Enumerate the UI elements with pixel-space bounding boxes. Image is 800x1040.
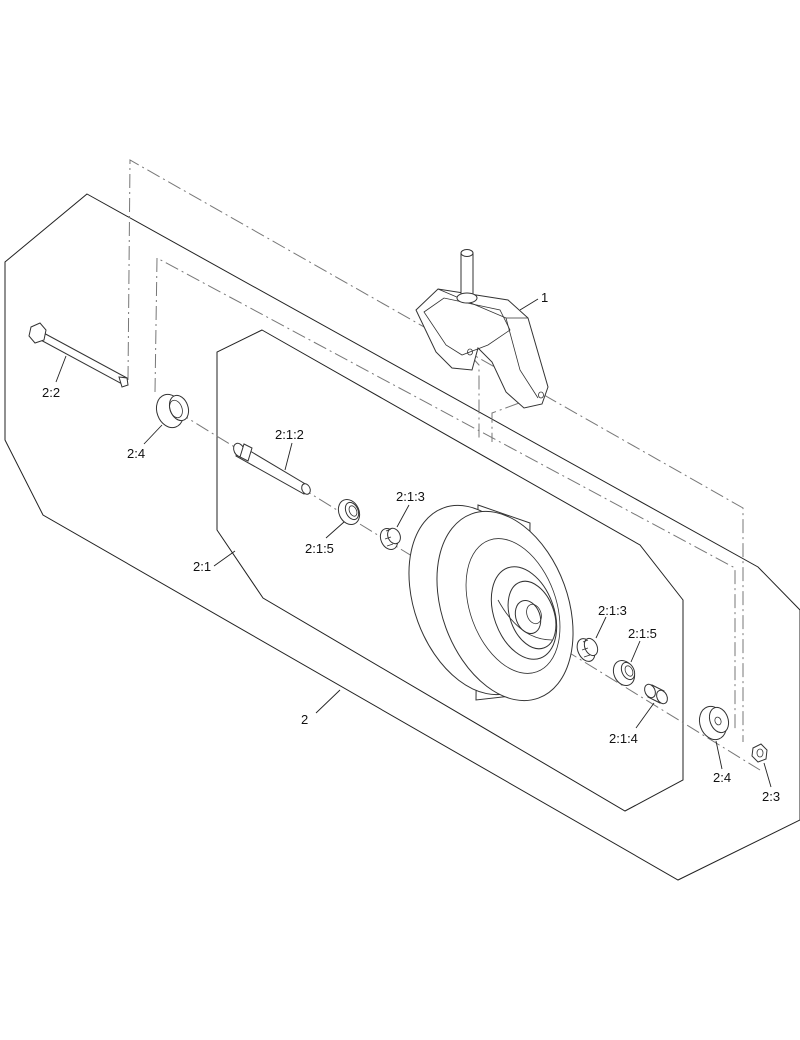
leader-2-4-left	[143, 424, 163, 445]
bearing-cup-left	[337, 498, 361, 526]
callout-2-1-5-right: 2:1:5	[628, 626, 657, 641]
seal-left	[155, 393, 190, 429]
wheel	[408, 504, 574, 702]
leader-2-3	[763, 762, 772, 788]
wheel-subassembly-boundary	[216, 329, 684, 812]
callout-2-1-4: 2:1:4	[609, 731, 638, 746]
nut	[751, 743, 768, 763]
callout-2-4-right: 2:4	[713, 770, 731, 785]
axle-bolt	[28, 322, 129, 388]
callout-2-4-left: 2:4	[127, 446, 145, 461]
axle-sleeve	[233, 442, 311, 495]
spacer	[644, 683, 668, 705]
bearing-cone-right	[576, 637, 599, 662]
leader-2-2	[55, 355, 67, 383]
leader-2	[315, 689, 341, 714]
callout-2-1-2: 2:1:2	[275, 427, 304, 442]
fork-bolt-hole-line-right	[491, 394, 542, 442]
seal-right	[698, 705, 730, 741]
callout-2-3: 2:3	[762, 789, 780, 804]
callout-2-1-5-left: 2:1:5	[305, 541, 334, 556]
fork-phantom-line-inner	[154, 257, 736, 732]
callout-1: 1	[541, 290, 548, 305]
callout-2-1-3-left: 2:1:3	[396, 489, 425, 504]
leader-2-1-3-right	[595, 616, 607, 639]
leader-2-1-3-left	[396, 504, 410, 528]
leader-2-1-2	[284, 442, 293, 471]
wheel-assembly-boundary	[4, 193, 800, 881]
leader-2-1-5-right	[630, 640, 641, 663]
bearing-cup-right	[612, 659, 636, 687]
leader-1	[519, 298, 539, 311]
callout-2-2: 2:2	[42, 385, 60, 400]
leader-2-4-right	[715, 740, 723, 770]
fork-phantom-line-outer	[127, 159, 744, 742]
leader-2-1-5-left	[325, 521, 345, 539]
callout-2-1: 2:1	[193, 559, 211, 574]
leader-2-1	[213, 550, 236, 567]
bearing-cone-left	[379, 527, 401, 551]
callout-2: 2	[301, 712, 308, 727]
callout-2-1-3-right: 2:1:3	[598, 603, 627, 618]
leader-2-1-4	[635, 702, 655, 729]
caster-fork	[415, 249, 549, 409]
